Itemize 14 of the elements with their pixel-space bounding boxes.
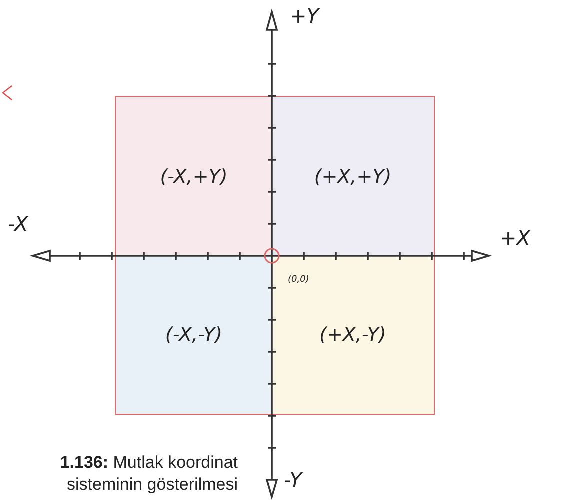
axis-label: +X <box>500 226 530 250</box>
quadrant-label: (-X,-Y) <box>164 323 224 348</box>
origin-label: (0,0) <box>288 275 310 285</box>
quadrant-label: (+X,+Y) <box>313 164 393 190</box>
figure-caption: 1.136: Mutlak koordinat sisteminin gösterilmesi <box>59 452 238 496</box>
quadrant-region <box>272 96 435 256</box>
quadrant-label: (-X,+Y) <box>159 164 229 190</box>
quadrant-region <box>115 96 272 256</box>
axis-label: -Y <box>284 468 302 492</box>
quadrant-region <box>115 256 272 415</box>
quadrant-label: (+X,-Y) <box>318 323 388 348</box>
axis-label: +Y <box>290 4 319 28</box>
quadrant-region <box>272 256 435 415</box>
axis-label: -X <box>8 212 28 236</box>
